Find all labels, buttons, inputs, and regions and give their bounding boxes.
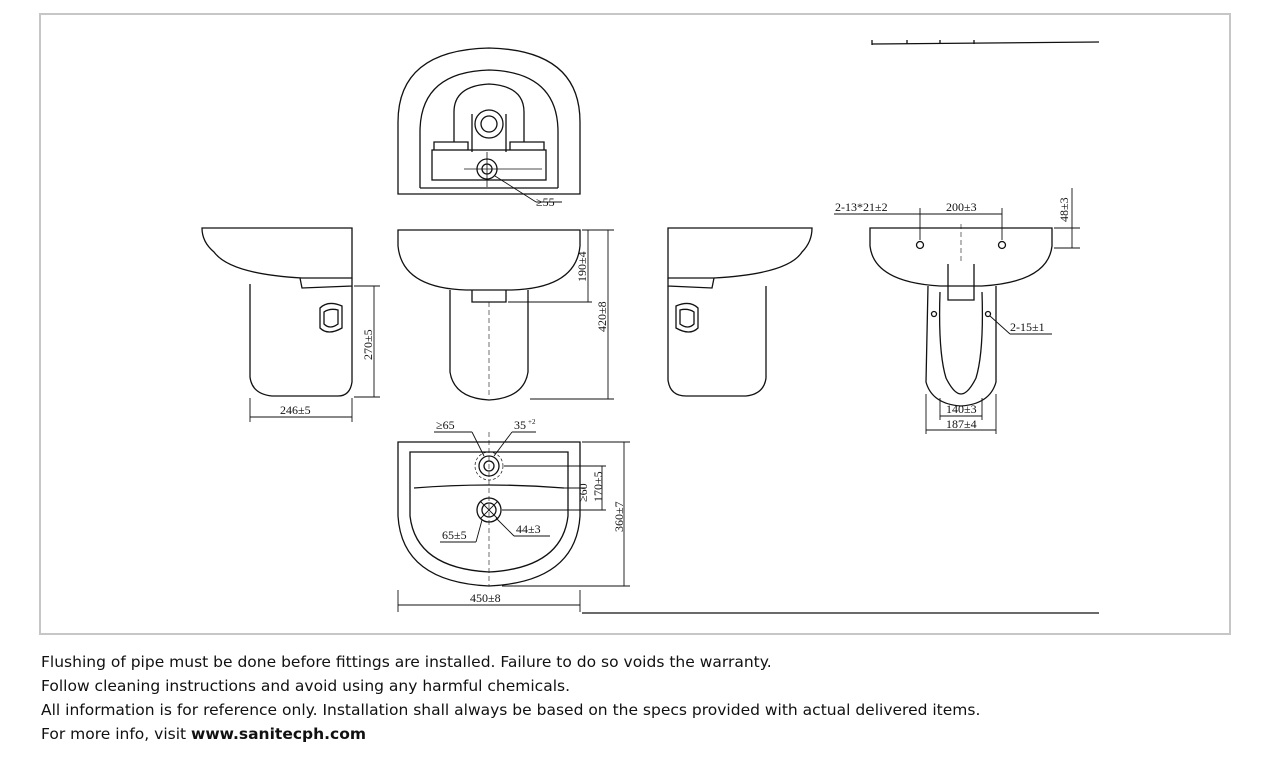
dim-rear-fix-holes: 2-13*21±2 (835, 200, 888, 214)
dim-plan-width: 450±8 (470, 591, 501, 605)
left-side-view (201, 227, 380, 422)
note-reference: All information is for reference only. I… (41, 701, 981, 719)
title-strip (871, 40, 1100, 45)
note-more-info: For more info, visit www.sanitecph.com (41, 722, 1241, 746)
plan-view (397, 431, 630, 612)
dim-rear-hole-height: 48±3 (1057, 197, 1071, 222)
dim-plan-min-tap: ≥65 (436, 418, 455, 432)
dim-rear-hole-spacing: 200±3 (946, 200, 977, 214)
note-more-info-prefix: For more info, visit (41, 725, 192, 743)
dim-plan-tap-hole-tol: +2 (528, 418, 536, 426)
dim-plan-drain-inner: 44±3 (516, 522, 541, 536)
dim-plan-tap-to-drain: 170±5 (591, 471, 605, 502)
dim-front-total-height: 420±8 (595, 301, 609, 332)
note-flushing: Flushing of pipe must be done before fit… (41, 653, 772, 671)
website-link[interactable]: www.sanitecph.com (191, 725, 367, 743)
top-view (397, 47, 581, 203)
dim-plan-drain-outer: 65±5 (442, 528, 467, 542)
front-view (397, 229, 614, 401)
note-cleaning: Follow cleaning instructions and avoid u… (41, 677, 571, 695)
right-side-view (667, 227, 813, 397)
dim-plan-overflow: ≥60 (576, 483, 590, 502)
footer-notes: Flushing of pipe must be done before fit… (41, 650, 1241, 746)
dim-front-basin-height: 190±4 (575, 251, 589, 282)
dim-plan-depth: 360±7 (612, 501, 626, 532)
dim-side-width: 246±5 (280, 403, 311, 417)
dim-top-min: ≥55 (536, 195, 555, 209)
dim-rear-pedestal-inner: 140±3 (946, 402, 977, 416)
dim-side-height: 270±5 (361, 329, 375, 360)
technical-drawing: ≥55 246±5 270±5 190±4 420±8 (201, 40, 1100, 614)
dim-plan-tap-hole: 35 (514, 418, 526, 432)
dim-rear-pedestal-outer: 187±4 (946, 417, 977, 431)
technical-drawing-frame: ≥55 246±5 270±5 190±4 420±8 (39, 13, 1231, 635)
dim-rear-pedestal-holes: 2-15±1 (1010, 320, 1045, 334)
rear-view (834, 188, 1080, 434)
